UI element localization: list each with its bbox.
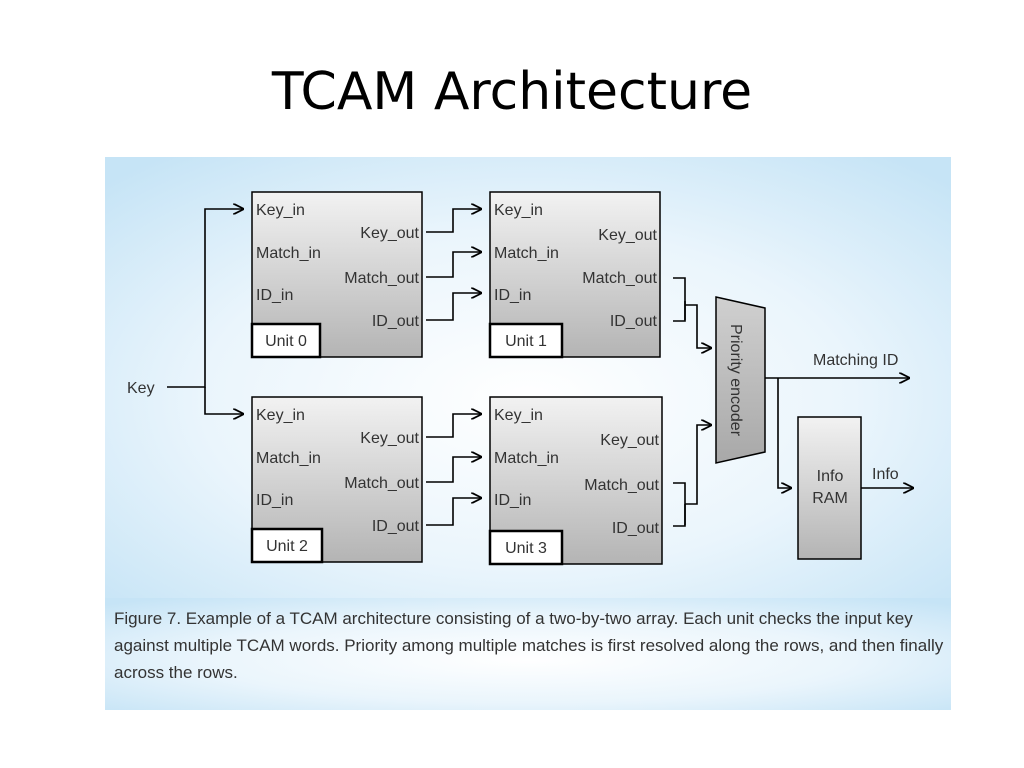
priority-encoder-label: Priority encoder xyxy=(727,324,744,437)
info-ram-label-line1: Info xyxy=(817,468,844,485)
wire-row0-pe xyxy=(685,304,711,348)
wire-u3-id-pe xyxy=(673,504,686,527)
wire-u2-u3-id xyxy=(426,498,481,526)
unit-3-label-box xyxy=(488,529,564,566)
info-output-label: Info xyxy=(872,466,899,483)
tcam-diagram: Key Key_in Match_in ID_in Key_out Match_… xyxy=(105,157,951,710)
unit-0-id-in: ID_in xyxy=(256,287,293,304)
wire-pe-info-ram xyxy=(777,378,791,488)
unit-0: Key_in Match_in ID_in Key_out Match_out … xyxy=(250,191,423,359)
caption-background xyxy=(105,598,951,710)
unit-2-match-out: Match_out xyxy=(344,475,419,492)
unit-3-match-in: Match_in xyxy=(494,450,559,467)
unit-2-label: Unit 2 xyxy=(266,538,308,555)
key-label: Key xyxy=(127,380,155,397)
unit-1: Key_in Match_in ID_in Key_out Match_out … xyxy=(488,191,661,359)
wire-row1-pe xyxy=(685,425,711,505)
unit-2-id-out: ID_out xyxy=(372,518,420,535)
unit-3-id-in: ID_in xyxy=(494,492,531,509)
priority-encoder xyxy=(715,296,766,464)
unit-0-match-out: Match_out xyxy=(344,270,419,287)
unit-1-label-box xyxy=(488,322,564,359)
wire-u1-id-pe xyxy=(673,301,686,322)
wire-u2-u3-match xyxy=(426,457,481,483)
unit-0-key-out: Key_out xyxy=(360,225,419,242)
unit-3-key-out: Key_out xyxy=(600,432,659,449)
unit-1-match-in: Match_in xyxy=(494,245,559,262)
wire-u0-u1-id xyxy=(426,293,481,321)
unit-2: Key_in Match_in ID_in Key_out Match_out … xyxy=(250,396,423,564)
unit-0-label: Unit 0 xyxy=(265,333,307,350)
key-wire-bottom xyxy=(204,387,243,414)
unit-3-label: Unit 3 xyxy=(505,540,547,557)
unit-3-key-in: Key_in xyxy=(494,407,543,424)
unit-1-key-out: Key_out xyxy=(598,227,657,244)
unit-1-key-in: Key_in xyxy=(494,202,543,219)
slide-title: TCAM Architecture xyxy=(271,62,753,122)
unit-2-key-in: Key_in xyxy=(256,407,305,424)
unit-0-label-box xyxy=(250,322,322,359)
wire-u0-u1-match xyxy=(426,252,481,278)
unit-2-label-box xyxy=(250,527,324,564)
unit-2-key-out: Key_out xyxy=(360,430,419,447)
unit-0-match-in: Match_in xyxy=(256,245,321,262)
unit-1-id-out: ID_out xyxy=(610,313,658,330)
unit-2-match-in: Match_in xyxy=(256,450,321,467)
key-wire-top xyxy=(167,209,243,388)
unit-3: Key_in Match_in ID_in Key_out Match_out … xyxy=(488,396,663,566)
unit-3-match-out: Match_out xyxy=(584,477,659,494)
wire-u2-u3-key xyxy=(426,414,481,438)
unit-1-label: Unit 1 xyxy=(505,333,547,350)
unit-0-id-out: ID_out xyxy=(372,313,420,330)
unit-0-key-in: Key_in xyxy=(256,202,305,219)
tcam-figure: Key Key_in Match_in ID_in Key_out Match_… xyxy=(105,157,951,710)
matching-id-label: Matching ID xyxy=(813,352,898,369)
info-ram xyxy=(797,416,862,560)
info-ram-label-line2: RAM xyxy=(812,490,848,507)
wire-u0-u1-key xyxy=(426,209,481,233)
figure-caption: Figure 7. Example of a TCAM architecture… xyxy=(114,609,944,682)
unit-2-id-in: ID_in xyxy=(256,492,293,509)
unit-1-match-out: Match_out xyxy=(582,270,657,287)
unit-1-id-in: ID_in xyxy=(494,287,531,304)
unit-3-id-out: ID_out xyxy=(612,520,660,537)
